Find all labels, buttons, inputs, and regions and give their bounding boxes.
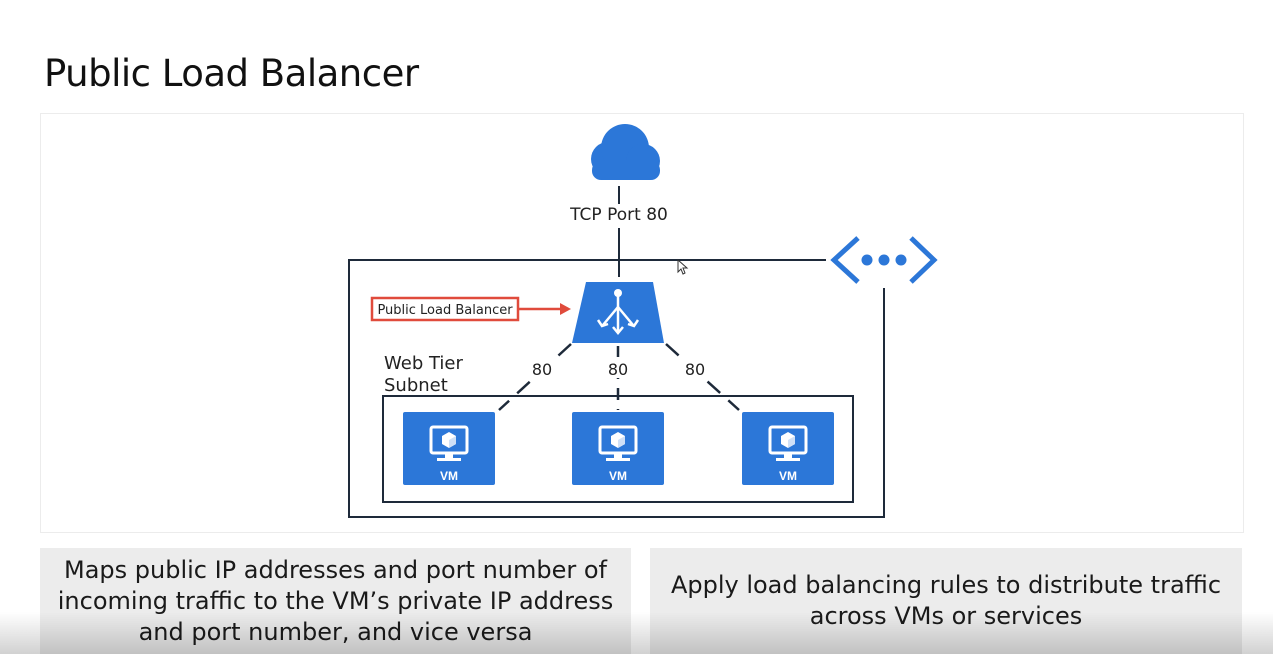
- vm-label: VM: [440, 469, 458, 483]
- page-title: Public Load Balancer: [44, 52, 419, 95]
- lb-callout: Public Load Balancer: [370, 296, 571, 322]
- load-balancer-diagram: TCP Port 80 Public Load Bal: [348, 124, 938, 518]
- vm-icon: VM: [403, 412, 495, 485]
- subnet-label: Web Tier: [384, 353, 463, 374]
- diagram-panel: TCP Port 80 Public Load Bal: [40, 113, 1244, 533]
- vm-icon: VM: [572, 412, 664, 485]
- port-label: TCP Port 80: [569, 205, 668, 225]
- mouse-cursor-icon: [677, 258, 689, 275]
- vnet-boundary: [348, 259, 870, 518]
- cloud-icon: [591, 124, 660, 180]
- info-card-text: Maps public IP addresses and port number…: [57, 555, 614, 646]
- vnet-icon: [830, 236, 938, 284]
- vnet-boundary: [870, 288, 885, 518]
- port-label: 80: [608, 360, 628, 379]
- port-label: 80: [532, 360, 552, 379]
- vm-label: VM: [779, 469, 797, 483]
- connector-line: [498, 343, 572, 411]
- info-card-rules: Apply load balancing rules to distribute…: [650, 548, 1242, 654]
- port-label: 80: [685, 360, 705, 379]
- subnet-box: [382, 395, 854, 503]
- svg-text:Public Load Balancer: Public Load Balancer: [377, 303, 513, 318]
- vm-label: VM: [609, 469, 627, 483]
- subnet-label: Subnet: [384, 375, 448, 396]
- info-card-mapping: Maps public IP addresses and port number…: [40, 548, 631, 654]
- load-balancer-icon: [572, 282, 664, 343]
- info-card-text: Apply load balancing rules to distribute…: [670, 571, 1222, 630]
- connector-line: [665, 343, 740, 411]
- vm-icon: VM: [742, 412, 834, 485]
